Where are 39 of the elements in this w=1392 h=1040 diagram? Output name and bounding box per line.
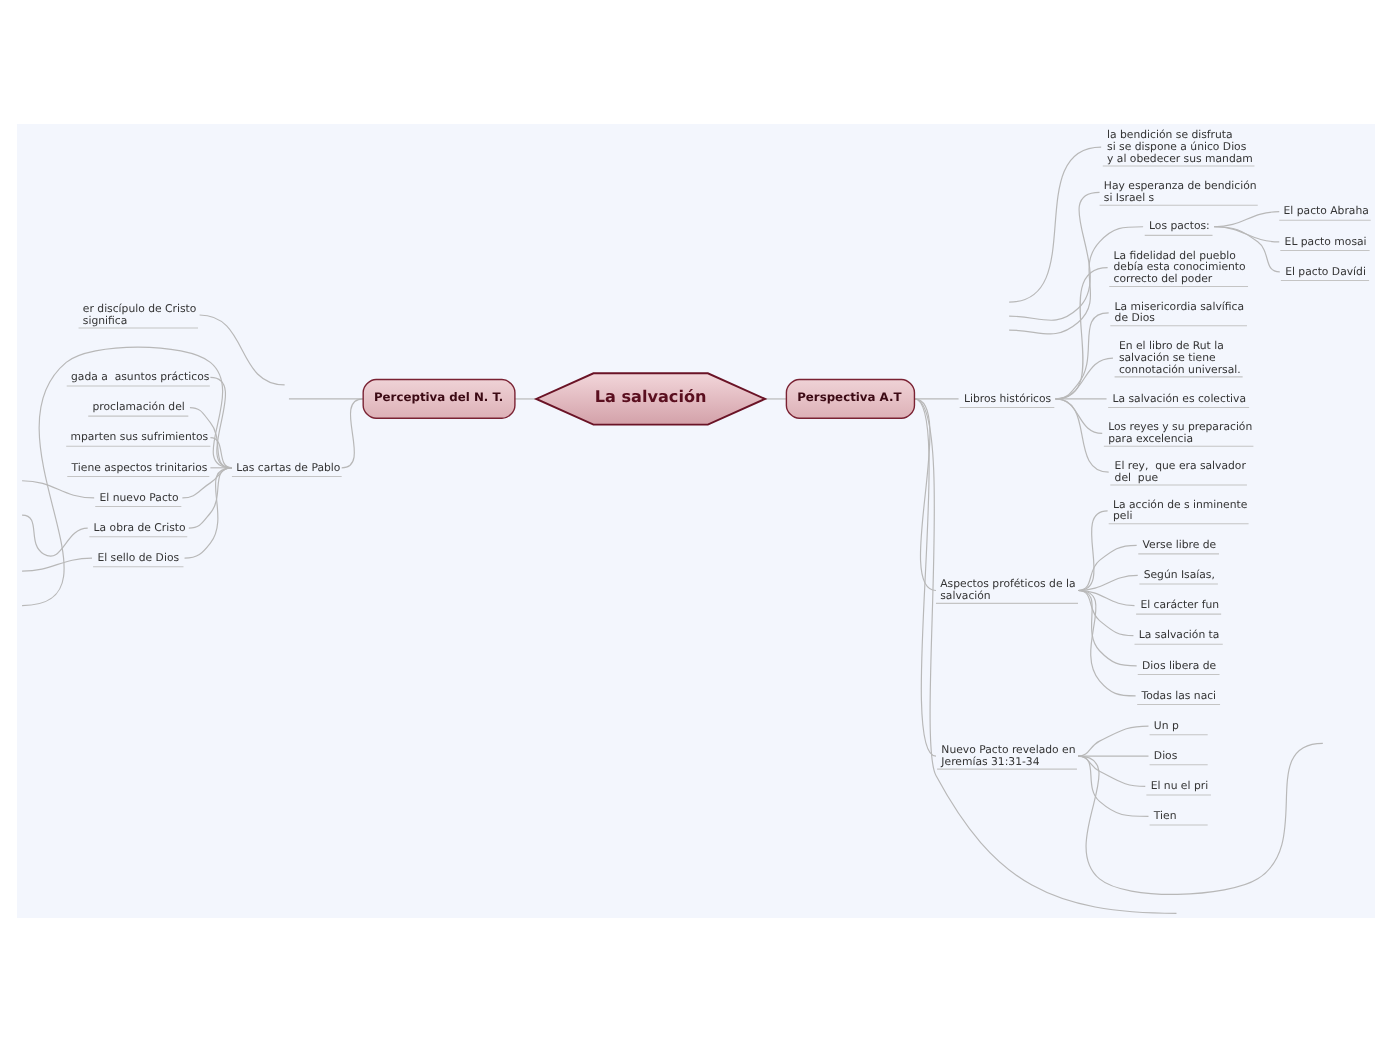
- connector: [1008, 190, 1101, 320]
- connector: [21, 513, 89, 556]
- connector: [1054, 266, 1109, 399]
- connector: [188, 466, 233, 528]
- connector: [1213, 225, 1281, 272]
- connector: [1077, 754, 1150, 817]
- connector: [288, 397, 364, 399]
- connector: [913, 397, 937, 756]
- connector: [1077, 588, 1138, 666]
- connector: [209, 436, 233, 468]
- connector: [1054, 397, 1108, 399]
- connector: [189, 405, 233, 468]
- connector: [913, 397, 960, 399]
- connector: [183, 466, 233, 558]
- connector: [181, 466, 233, 498]
- connector: [1054, 397, 1110, 472]
- connector: [1077, 588, 1137, 696]
- connector: [1213, 225, 1280, 242]
- connector: [209, 375, 233, 468]
- connector: [1054, 397, 1103, 433]
- connector: [1077, 573, 1139, 591]
- connector: [209, 466, 233, 468]
- connector: [1008, 225, 1144, 334]
- connector: [21, 479, 95, 498]
- connector: [21, 345, 233, 606]
- connector: [1008, 145, 1102, 302]
- connector: [1077, 724, 1150, 756]
- connector: [913, 397, 1178, 913]
- connector: [21, 556, 93, 571]
- connector: [514, 397, 537, 399]
- connector: [341, 397, 364, 468]
- connector: [913, 397, 937, 591]
- connector: [1077, 543, 1138, 591]
- connector: [1054, 356, 1114, 399]
- connector: [199, 313, 286, 385]
- connector: [1054, 311, 1110, 399]
- connector: [1077, 741, 1324, 894]
- connector: [1077, 588, 1134, 636]
- connector: [764, 397, 787, 399]
